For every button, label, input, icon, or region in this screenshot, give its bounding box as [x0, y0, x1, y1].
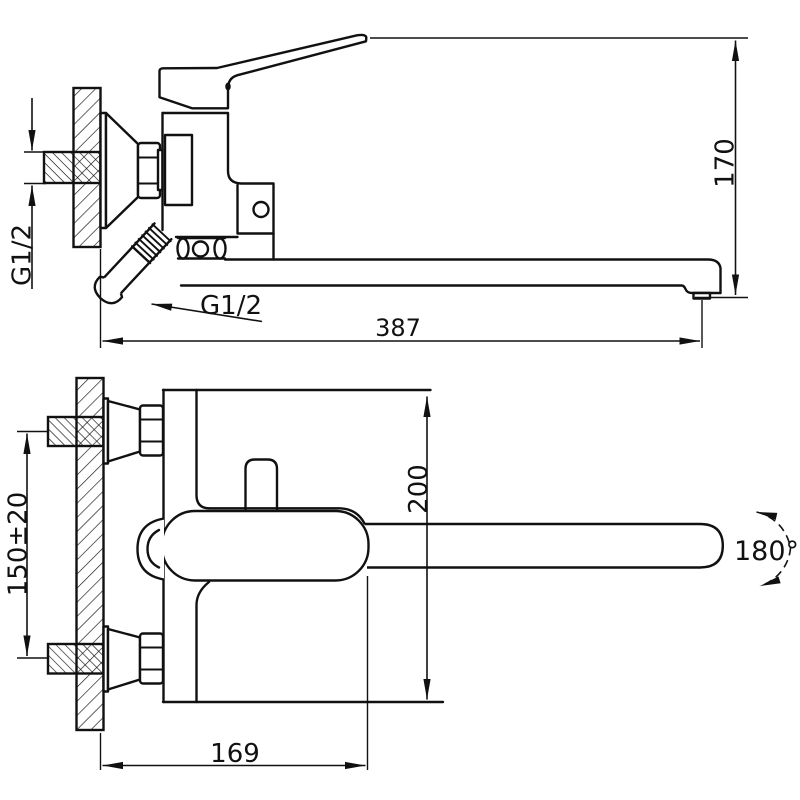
supply-pipe-lower: [46, 642, 105, 675]
leader-shower-thread: G1/2: [151, 291, 263, 323]
bracket: [236, 183, 275, 235]
handle-capsule: [160, 509, 370, 582]
body-shoulder-line: [207, 507, 366, 525]
dimension-height: 170: [370, 37, 748, 299]
side-view: G1/2: [8, 33, 748, 348]
dim-front-width-label: 169: [210, 739, 260, 769]
aerator: [692, 291, 712, 300]
leader-shower-thread-label: G1/2: [200, 291, 262, 321]
body-inner-edge-lower: [195, 580, 211, 704]
dimension-front-height: 200: [404, 396, 434, 700]
handle-bulge-inner: [146, 528, 161, 569]
spout-side: [179, 258, 722, 300]
eccentric-upper: [102, 397, 165, 465]
cone-upper: [106, 399, 142, 463]
union-ring: [191, 240, 210, 258]
bracket-hole: [252, 200, 270, 219]
cone-lower: [106, 627, 142, 691]
handle-pin: [244, 458, 279, 511]
spout-top: [223, 258, 722, 295]
cover-plate: [163, 133, 194, 207]
supply-pipe-upper: [46, 415, 105, 448]
dimension-reach: 387: [99, 249, 703, 348]
lever-joint-dot: [225, 82, 231, 91]
dimension-pipe-thread: G1/2: [8, 98, 46, 289]
lever: [158, 33, 368, 110]
front-view: 180° 200 169 150±20: [4, 376, 799, 770]
shower-hose: [93, 222, 173, 305]
swivel-arc: [756, 511, 792, 587]
supply-pipe: [42, 150, 102, 185]
eccentric-connector-side: [99, 111, 164, 230]
swivel-angle-label: 180°: [734, 536, 799, 567]
nut-upper: [138, 404, 165, 457]
spout-front: [365, 522, 724, 569]
union-end-cap: [213, 237, 227, 260]
handle-bulge-outer: [136, 517, 165, 581]
spout-bottom: [179, 284, 722, 295]
dimension-pipe-spacing: 150±20: [4, 430, 49, 659]
faucet-body-side: [161, 111, 275, 261]
dimension-front-width: 169: [99, 576, 369, 770]
nut-lower: [138, 632, 165, 685]
body-top-outline: [161, 111, 275, 261]
body-inner-edge-upper: [195, 388, 211, 510]
dim-reach-label: 387: [375, 314, 421, 342]
dim-pipe-thread-label: G1/2: [8, 224, 38, 286]
eccentric-lower: [102, 625, 165, 693]
union-end-cap: [176, 237, 190, 260]
mounting-nut: [136, 141, 162, 200]
dim-front-height-label: 200: [404, 464, 434, 514]
dim-height-label: 170: [711, 138, 741, 188]
handle-lever-side: [158, 33, 368, 110]
swivel-annotation: 180°: [734, 511, 799, 587]
dim-pipe-spacing-label: 150±20: [4, 492, 34, 597]
